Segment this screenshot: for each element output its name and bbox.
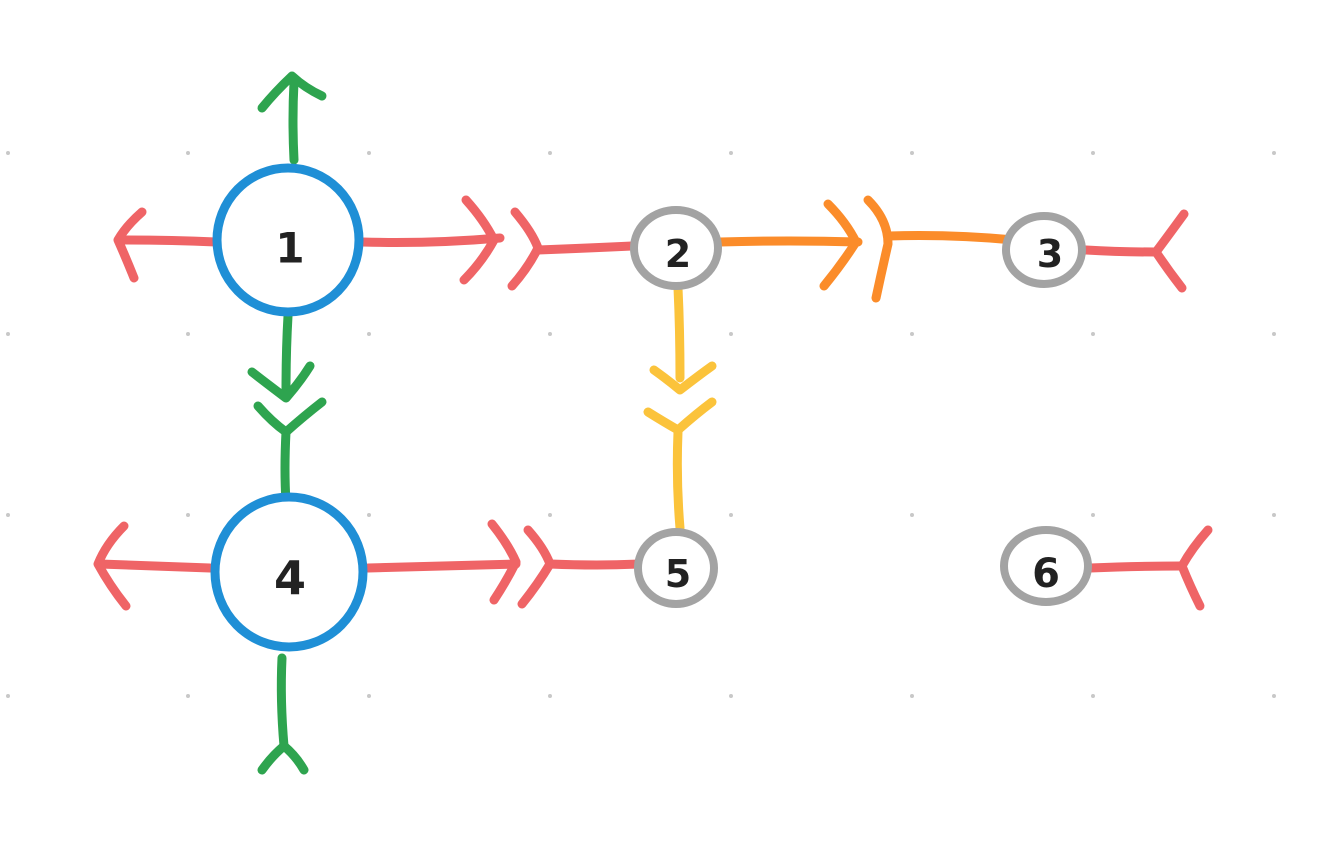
open-arrowhead [247, 361, 315, 403]
grid-dot [186, 694, 190, 698]
edge-line [363, 559, 521, 573]
node-6[interactable]: 6 [1000, 526, 1092, 606]
fork-crowfoot [253, 397, 327, 437]
edge-e3-right [1081, 209, 1189, 293]
grid-dot [729, 332, 733, 336]
open-arrowhead [649, 361, 717, 395]
grid-dot [367, 694, 371, 698]
edge-e1-4 [247, 311, 327, 507]
grid-dot [729, 513, 733, 517]
edge-e2-5 [643, 283, 717, 533]
edge-line [357, 233, 505, 247]
grid-dot [729, 151, 733, 155]
node-1[interactable]: 1 [212, 163, 364, 317]
edge-line [545, 559, 645, 570]
node-label: 6 [1032, 551, 1060, 597]
node-label: 5 [665, 552, 691, 596]
edge-e4-left [93, 521, 215, 611]
grid-dot [1272, 694, 1276, 698]
grid-dot [367, 513, 371, 517]
grid-dot [910, 332, 914, 336]
grid-dot [186, 332, 190, 336]
edge-line [883, 231, 1019, 245]
grid-dot [1091, 151, 1095, 155]
edge-line [1085, 561, 1187, 573]
node-circle [210, 492, 368, 652]
node-2[interactable]: 2 [630, 206, 722, 290]
grid-dot [1091, 332, 1095, 336]
grid-dot [367, 332, 371, 336]
edge-line [95, 559, 215, 573]
edge-line [276, 653, 289, 751]
node-label: 4 [274, 551, 306, 605]
edge-line [533, 241, 637, 255]
edge-e6-right [1085, 525, 1213, 611]
grid-dot [910, 513, 914, 517]
grid-dot [548, 513, 552, 517]
edge-e1-up [257, 71, 327, 165]
node-label: 3 [1037, 232, 1063, 276]
grid-dot [910, 151, 914, 155]
edge-line [1081, 245, 1161, 257]
edge-e4-down [257, 653, 309, 775]
node-3[interactable]: 3 [1002, 212, 1086, 288]
edge-e1-left [113, 207, 221, 283]
grid-dot [6, 332, 10, 336]
edge-line [673, 283, 685, 383]
grid-dot [367, 151, 371, 155]
edge-e2-3 [715, 195, 1019, 303]
node-label: 1 [275, 224, 304, 273]
node-circle [630, 206, 722, 290]
edge-e4-5 [363, 519, 645, 609]
node-circle [1000, 526, 1092, 606]
grid-dot [6, 694, 10, 698]
grid-dot [910, 694, 914, 698]
open-arrowhead [819, 199, 861, 291]
grid-dot [1091, 694, 1095, 698]
fork-crowfoot [257, 741, 309, 775]
background-dot-grid [6, 151, 1276, 698]
grid-dot [1272, 332, 1276, 336]
node-4[interactable]: 4 [210, 492, 368, 652]
fork-crowfoot [1177, 525, 1213, 611]
node-circle [212, 163, 364, 317]
open-arrowhead [459, 195, 499, 285]
grid-dot [186, 151, 190, 155]
node-circle [634, 528, 718, 608]
grid-dot [186, 513, 190, 517]
open-arrowhead [487, 519, 521, 605]
open-arrowhead [93, 521, 131, 611]
grid-dot [729, 694, 733, 698]
node-5[interactable]: 5 [634, 528, 718, 608]
edge-line [715, 236, 863, 247]
edge-line [281, 311, 293, 397]
grid-dot [1272, 151, 1276, 155]
edge-line [288, 77, 299, 165]
edge-line [672, 427, 685, 533]
node-label: 2 [665, 232, 691, 276]
node-circle [1002, 212, 1086, 288]
fork-crowfoot [517, 525, 555, 609]
grid-dot [548, 694, 552, 698]
grid-dot [1091, 513, 1095, 517]
grid-dot [548, 332, 552, 336]
grid-dot [6, 513, 10, 517]
open-arrowhead [257, 71, 327, 113]
fork-crowfoot [1151, 209, 1189, 293]
grid-dot [548, 151, 552, 155]
edge-e1-2 [357, 195, 637, 291]
grid-dot [1272, 513, 1276, 517]
grid-dot [6, 151, 10, 155]
fork-crowfoot [643, 397, 717, 435]
edge-line [117, 235, 221, 247]
edge-line [280, 427, 291, 507]
fork-crowfoot [863, 195, 893, 303]
open-arrowhead [113, 207, 147, 283]
